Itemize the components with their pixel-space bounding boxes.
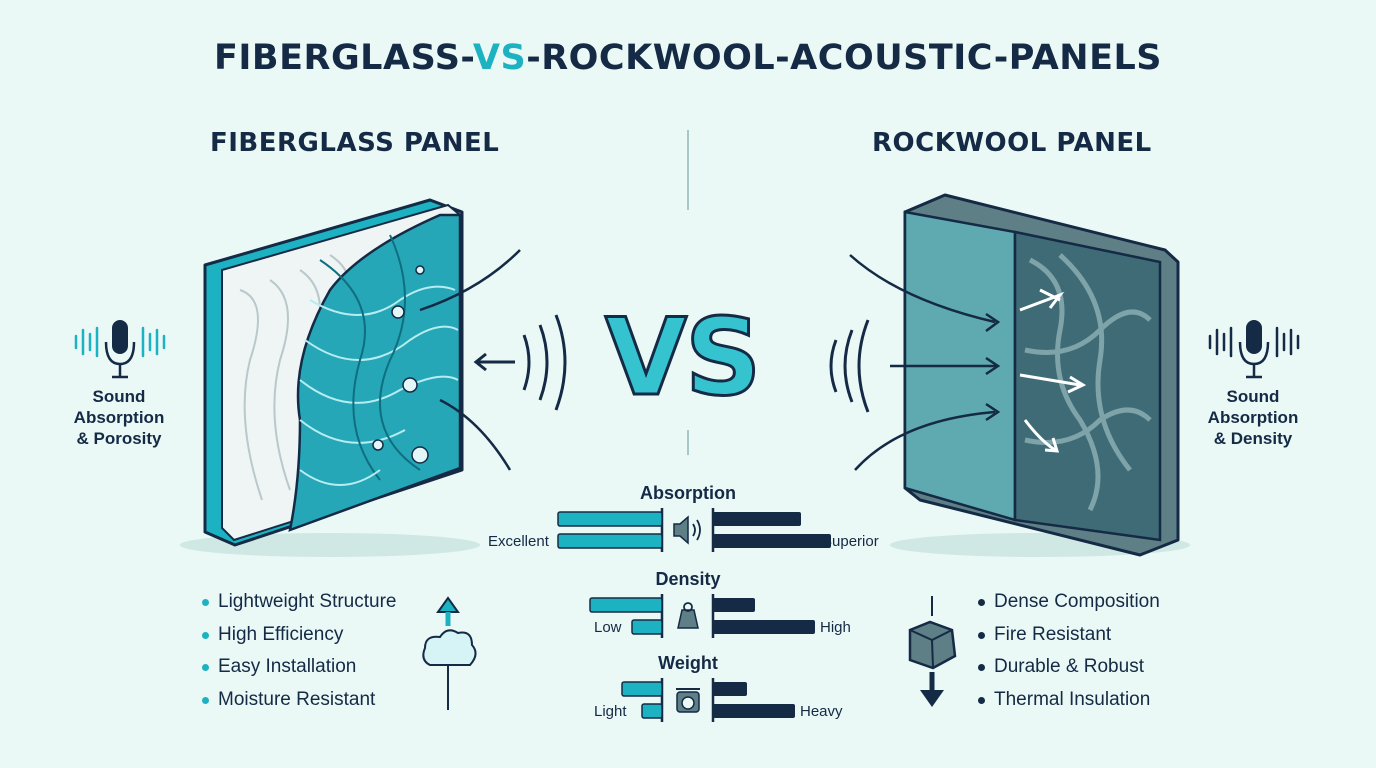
weight-handle (683, 602, 693, 612)
fiberglass-bar (631, 619, 663, 635)
feature-text: Durable & Robust (994, 656, 1144, 677)
fiberglass-features-list: Lightweight Structure High Efficiency Ea… (202, 591, 397, 721)
rockwool-heading: ROCKWOOL PANEL (872, 128, 1152, 158)
feature-text: Moisture Resistant (218, 688, 376, 710)
comparison-title: Density (655, 569, 720, 589)
title-part-vs: VS (472, 38, 527, 78)
feature-item: Thermal Insulation (978, 689, 1160, 722)
fiberglass-bar (589, 597, 663, 613)
feature-text: Dense Composition (994, 591, 1160, 612)
feature-text: Lightweight Structure (218, 591, 397, 612)
rockwool-bar (713, 512, 801, 526)
speaker-waves (692, 519, 701, 541)
feature-text: High Efficiency (218, 623, 344, 645)
rockwool-features-list: Dense Composition Fire Resistant Durable… (978, 591, 1160, 721)
vs-label: VS (603, 296, 762, 419)
fiberglass-panel-illustration (180, 198, 567, 557)
rockwool-rating-label: Heavy (800, 703, 843, 720)
rockwool-rating-label: High (820, 619, 851, 636)
scale-dial (681, 696, 695, 710)
feature-item: Moisture Resistant (202, 689, 397, 722)
side-label-line: & Porosity (76, 429, 162, 448)
page-title: FIBERGLASS-VS-ROCKWOOL-ACOUSTIC-PANELS (0, 38, 1376, 78)
rockwool-bar (713, 534, 831, 548)
fiberglass-rating-label: Light (594, 703, 627, 720)
comparison-title: Absorption (640, 483, 736, 503)
lightweight-cloud-icon (422, 596, 477, 710)
feature-item: Fire Resistant (978, 624, 1160, 657)
rockwool-side-label: Sound Absorption & Density (1188, 386, 1318, 449)
feature-item: Easy Installation (202, 656, 397, 689)
weight-icon (677, 602, 699, 629)
rockwool-panel-illustration (829, 193, 1190, 557)
dense-rock-icon (908, 596, 957, 707)
side-label-line: & Density (1213, 429, 1293, 448)
fiberglass-bar (557, 533, 663, 549)
fiberglass-bar (621, 681, 663, 697)
title-part-rockwool: -ROCKWOOL-ACOUSTIC-PANELS (526, 38, 1162, 78)
rockwool-bar (713, 704, 795, 718)
fiberglass-heading: FIBERGLASS PANEL (210, 128, 500, 158)
rockwool-bar (713, 682, 747, 696)
side-label-line: Absorption (1207, 408, 1299, 427)
speaker-body (673, 515, 689, 545)
feature-item: Dense Composition (978, 591, 1160, 624)
weight-body (677, 609, 699, 629)
fiberglass-bar (557, 511, 663, 527)
rockwool-bar (713, 620, 815, 634)
feature-text: Easy Installation (218, 656, 357, 677)
feature-item: High Efficiency (202, 624, 397, 657)
scale-icon (676, 688, 700, 713)
fiberglass-side-label: Sound Absorption & Porosity (54, 386, 184, 449)
title-part-fiberglass: FIBERGLASS- (213, 38, 473, 78)
feature-text: Fire Resistant (994, 623, 1112, 645)
rockwool-bar (713, 598, 755, 612)
feature-item: Lightweight Structure (202, 591, 397, 624)
microphone-icon (1208, 320, 1300, 379)
fiberglass-bar (641, 703, 663, 719)
feature-text: Thermal Insulation (994, 688, 1151, 710)
side-label-line: Sound (1226, 387, 1280, 406)
microphone-icon (74, 320, 166, 379)
fiberglass-rating-label: Excellent (488, 533, 550, 550)
side-label-line: Absorption (73, 408, 165, 427)
feature-item: Durable & Robust (978, 656, 1160, 689)
fiberglass-rating-label: Low (594, 619, 622, 636)
side-label-line: Sound (92, 387, 146, 406)
comparison-title: Weight (658, 653, 718, 673)
speaker-icon (673, 515, 701, 545)
rockwool-rating-label: Superior (822, 533, 879, 550)
